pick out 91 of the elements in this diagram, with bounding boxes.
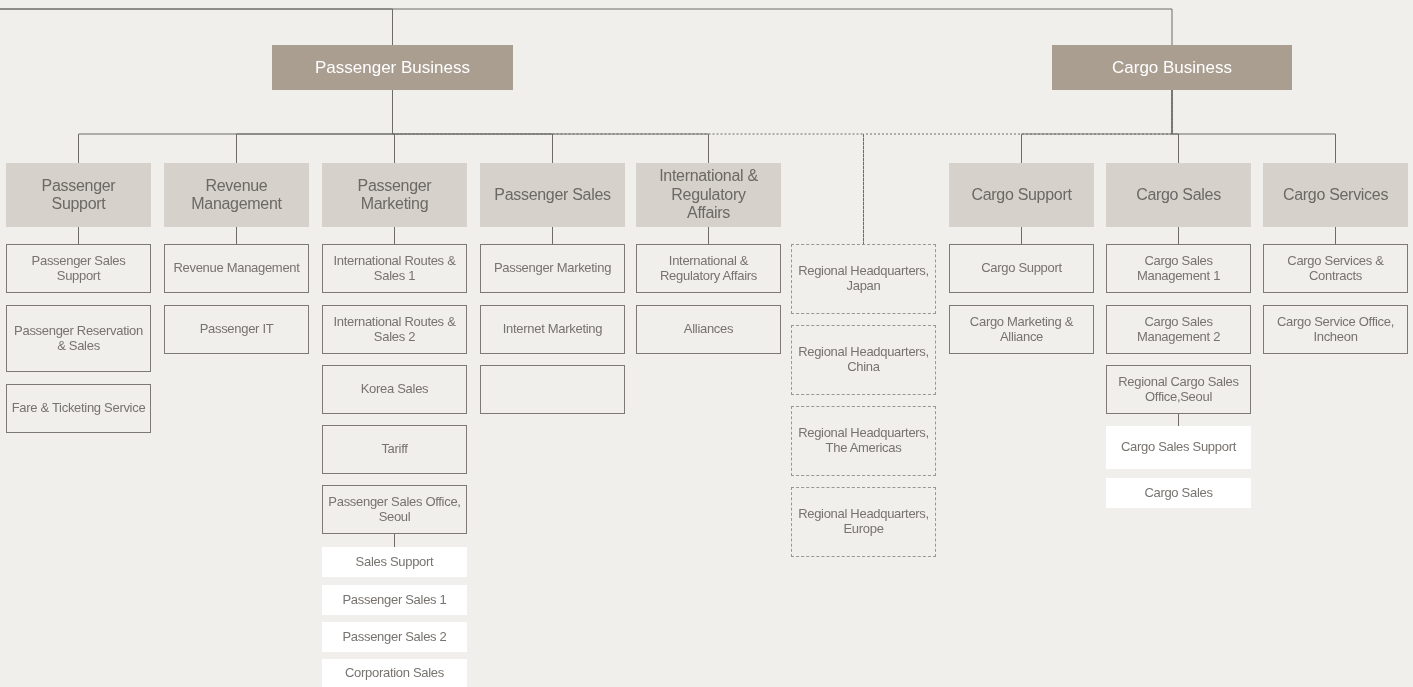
connector-line xyxy=(552,226,553,245)
node-label: Passenger Marketing xyxy=(493,261,612,276)
node-label: Tariff xyxy=(381,442,408,457)
node-label: Regional Headquarters, Europe xyxy=(797,507,930,537)
node-label: International Routes & Sales 2 xyxy=(332,314,457,345)
connector-line xyxy=(0,8,1173,46)
node-label: Cargo Support xyxy=(981,261,1062,276)
node-label: Internet Marketing xyxy=(502,322,603,337)
node-label: Cargo Sales xyxy=(1136,185,1221,205)
node-label: Fare & Ticketing Service xyxy=(11,401,146,416)
connector-line xyxy=(78,226,79,245)
team-box xyxy=(1106,244,1251,293)
department-box xyxy=(480,163,625,227)
department-box xyxy=(1263,163,1408,227)
node-label: Passenger Sales Support xyxy=(30,253,127,284)
sub-team-box xyxy=(1106,426,1251,469)
team-box xyxy=(636,244,781,293)
team-box xyxy=(949,244,1094,293)
node-label: Cargo Sales xyxy=(1144,485,1213,501)
node-label: Passenger Sales 1 xyxy=(342,592,447,608)
team-box xyxy=(1106,305,1251,354)
node-label: Sales Support xyxy=(355,554,434,570)
team-box xyxy=(636,305,781,354)
connector-line xyxy=(708,226,709,245)
connector-line xyxy=(1335,226,1336,245)
team-box xyxy=(164,305,309,354)
node-label: Korea Sales xyxy=(360,382,429,397)
team-box xyxy=(322,305,467,354)
node-label: Cargo Services xyxy=(1282,185,1389,205)
node-label: International Routes & Sales 1 xyxy=(332,253,457,284)
node-label: Passenger Reservation & Sales xyxy=(13,323,144,354)
business-box xyxy=(272,45,513,90)
department-box xyxy=(1106,163,1251,227)
node-label: Passenger Support xyxy=(40,176,117,214)
connector-line xyxy=(394,226,395,245)
node-label: Cargo Sales Management 2 xyxy=(1135,314,1222,345)
team-box xyxy=(1263,305,1408,354)
connector-line xyxy=(236,226,237,245)
team-box xyxy=(1263,244,1408,293)
team-box xyxy=(1106,365,1251,414)
department-box xyxy=(636,163,781,227)
sub-team-box xyxy=(322,547,467,577)
regional-office-box xyxy=(791,325,936,395)
node-label: Cargo Marketing & Alliance xyxy=(968,314,1075,345)
regional-office-box xyxy=(791,487,936,557)
team-box xyxy=(480,365,625,414)
department-box xyxy=(6,163,151,227)
connector-line xyxy=(1178,413,1179,427)
node-label: International & Regulatory Affairs xyxy=(659,253,758,284)
team-box xyxy=(480,305,625,354)
node-label: Cargo Service Office, Incheon xyxy=(1276,314,1395,345)
node-label: Passenger Sales xyxy=(494,185,611,205)
team-box xyxy=(322,425,467,474)
node-label: Regional Headquarters, China xyxy=(797,345,930,375)
node-label: Cargo Business xyxy=(1112,57,1232,78)
node-label: Cargo Services & Contracts xyxy=(1286,253,1385,284)
connector-line xyxy=(1171,89,1336,164)
team-box xyxy=(322,485,467,534)
node-label: Cargo Support xyxy=(971,185,1072,205)
team-box xyxy=(480,244,625,293)
department-box xyxy=(949,163,1094,227)
node-label: Passenger Business xyxy=(315,57,470,78)
node-label: Regional Headquarters, Japan xyxy=(797,264,930,294)
node-label: Passenger IT xyxy=(199,322,274,337)
node-label: Alliances xyxy=(683,322,734,337)
node-label: Regional Cargo Sales Office,Seoul xyxy=(1117,374,1240,405)
node-label: Passenger Sales 2 xyxy=(342,629,447,645)
node-label: International & Regulatory Affairs xyxy=(658,167,759,223)
node-label: Regional Headquarters, The Americas xyxy=(797,426,930,456)
regional-office-box xyxy=(791,406,936,476)
team-box xyxy=(164,244,309,293)
connector-line xyxy=(1021,226,1022,245)
node-label: Passenger Sales Office, Seoul xyxy=(327,494,462,525)
node-label: Corporation Sales xyxy=(345,665,444,681)
connector-line xyxy=(1178,226,1179,245)
team-box xyxy=(6,305,151,372)
node-label: Cargo Sales Management 1 xyxy=(1135,253,1222,284)
team-box xyxy=(6,244,151,293)
node-label: Revenue Management xyxy=(173,261,300,276)
team-box xyxy=(322,365,467,414)
department-box xyxy=(322,163,467,227)
team-box xyxy=(322,244,467,293)
node-label: Cargo Sales Support xyxy=(1121,440,1236,455)
regional-office-box xyxy=(791,244,936,314)
node-label: Revenue Management xyxy=(190,176,283,214)
node-label: Passenger Marketing xyxy=(356,176,433,214)
team-box xyxy=(949,305,1094,354)
team-box xyxy=(6,384,151,433)
business-box xyxy=(1052,45,1292,90)
department-box xyxy=(164,163,309,227)
connector-line xyxy=(394,533,395,548)
